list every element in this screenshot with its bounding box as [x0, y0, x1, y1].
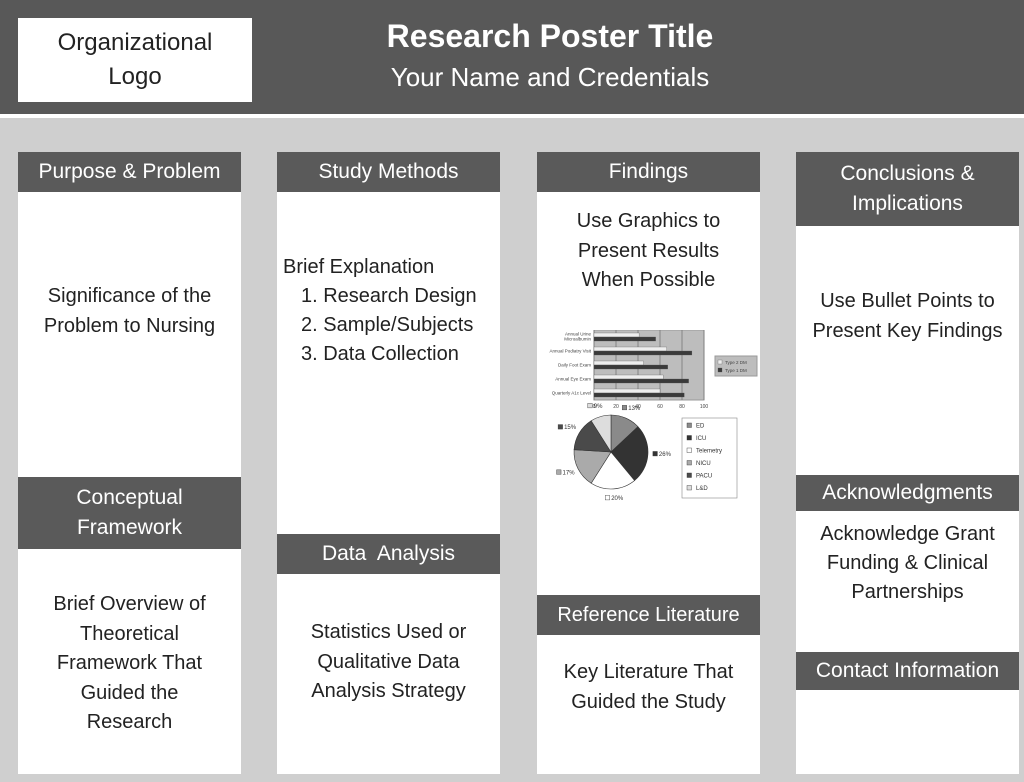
pie-label-swatch — [557, 424, 563, 430]
pie-legend — [681, 417, 738, 499]
pie-data-label: 20% — [611, 496, 624, 502]
section-text-framework: Brief Overview of Theoretical Framework … — [53, 593, 206, 733]
methods-item: 3. Data Collection — [301, 343, 459, 365]
legend-swatch — [717, 367, 723, 373]
legend-label: Type 2 DM — [725, 360, 747, 365]
legend-swatch — [686, 422, 692, 428]
y-tick-label: Annual Podiatry Visit — [550, 349, 592, 354]
pie-label-swatch — [587, 403, 593, 409]
bar — [593, 378, 689, 384]
section-text-reference: Key Literature That Guided the Study — [563, 661, 734, 713]
section-text-purpose: Significance of the Problem to Nursing — [43, 285, 216, 337]
legend-swatch — [686, 472, 692, 478]
bar — [593, 336, 656, 342]
x-tick-label: 40 — [635, 404, 641, 410]
pie-data-label: 26% — [659, 452, 672, 458]
bar — [593, 332, 640, 338]
pie-slice — [590, 451, 636, 490]
legend-label: NICU — [696, 461, 711, 467]
section-heading-contact: Contact Information — [796, 652, 1019, 690]
section-heading-reference: Reference Literature — [537, 595, 760, 635]
poster-header: Organizational Logo Research Poster Titl… — [0, 0, 1024, 118]
x-tick-label: 80 — [679, 404, 685, 410]
pie-label-swatch — [556, 469, 562, 475]
pie-data-label: 13% — [628, 406, 641, 412]
bar — [593, 392, 685, 398]
section-text-findings: Use Graphics to Present Results When Pos… — [576, 210, 721, 291]
organizational-logo: Organizational Logo — [18, 18, 252, 102]
bar — [593, 364, 668, 370]
legend-swatch — [717, 359, 723, 365]
x-tick-label: 100 — [700, 404, 709, 410]
legend-label: Type 1 DM — [725, 368, 747, 373]
section-heading-acknowledgments: Acknowledgments — [796, 475, 1019, 511]
x-tick-label: 60 — [657, 404, 663, 410]
column-findings: Findings Use Graphics to Present Results… — [537, 152, 760, 774]
legend-label: PACU — [696, 474, 712, 480]
pie-slice — [590, 414, 612, 454]
pie-data-label: 17% — [563, 470, 576, 476]
legend-label: L&D — [696, 486, 708, 492]
legend-label: ED — [696, 424, 705, 430]
pie-slice — [610, 426, 649, 481]
legend-label: ICU — [696, 436, 706, 442]
legend-label: Telemetry — [696, 449, 722, 455]
legend-swatch — [686, 485, 692, 491]
section-heading-framework: Conceptual Framework — [18, 477, 241, 549]
section-heading-conclusions: Conclusions & Implications — [796, 152, 1019, 226]
y-tick-label: Daily Foot Exam — [558, 363, 591, 368]
section-heading-methods: Study Methods — [277, 152, 500, 192]
pie-data-label: 15% — [564, 425, 577, 431]
y-tick-label: Annual Eye Exam — [555, 377, 591, 382]
section-text-acknowledgments: Acknowledge Grant Funding & Clinical Par… — [820, 523, 995, 603]
section-heading-findings: Findings — [537, 152, 760, 192]
methods-item: 1. Research Design — [301, 285, 477, 307]
legend-swatch — [686, 435, 692, 441]
bar — [593, 350, 693, 356]
bar — [593, 360, 644, 366]
section-heading-purpose: Purpose & Problem — [18, 152, 241, 192]
y-tick-label: Quarterly A1c Level — [552, 391, 591, 396]
methods-intro: Brief Explanation — [283, 256, 435, 278]
methods-item: 2. Sample/Subjects — [301, 314, 474, 336]
pie-label-swatch — [622, 405, 627, 411]
bar — [593, 374, 664, 380]
column-methods: Study Methods Brief Explanation 1. Resea… — [277, 152, 500, 774]
y-tick-label-line: Microalbumin — [564, 337, 591, 342]
column-purpose: Purpose & Problem Significance of the Pr… — [18, 152, 241, 774]
x-tick-label: 0 — [593, 404, 596, 410]
section-text-data-analysis: Statistics Used or Qualitative Data Anal… — [310, 621, 467, 702]
poster-subtitle: Your Name and Credentials — [390, 62, 710, 92]
bar — [593, 346, 667, 352]
pie-data-label: 9% — [594, 404, 603, 410]
legend-swatch — [686, 460, 692, 466]
legend-swatch — [686, 447, 692, 453]
pie-label-swatch — [605, 495, 610, 501]
section-text-conclusions: Use Bullet Points to Present Key Finding… — [812, 290, 1003, 342]
bar — [593, 388, 661, 394]
poster-title: Research Poster Title — [386, 18, 714, 54]
section-heading-data-analysis: Data Analysis — [277, 534, 500, 574]
column-conclusions: Conclusions & Implications Use Bullet Po… — [796, 152, 1019, 774]
pie-label-swatch — [652, 451, 658, 457]
bar-legend — [714, 355, 758, 377]
x-tick-label: 20 — [613, 404, 619, 410]
y-tick-label-line: Annual Urine — [565, 332, 592, 337]
